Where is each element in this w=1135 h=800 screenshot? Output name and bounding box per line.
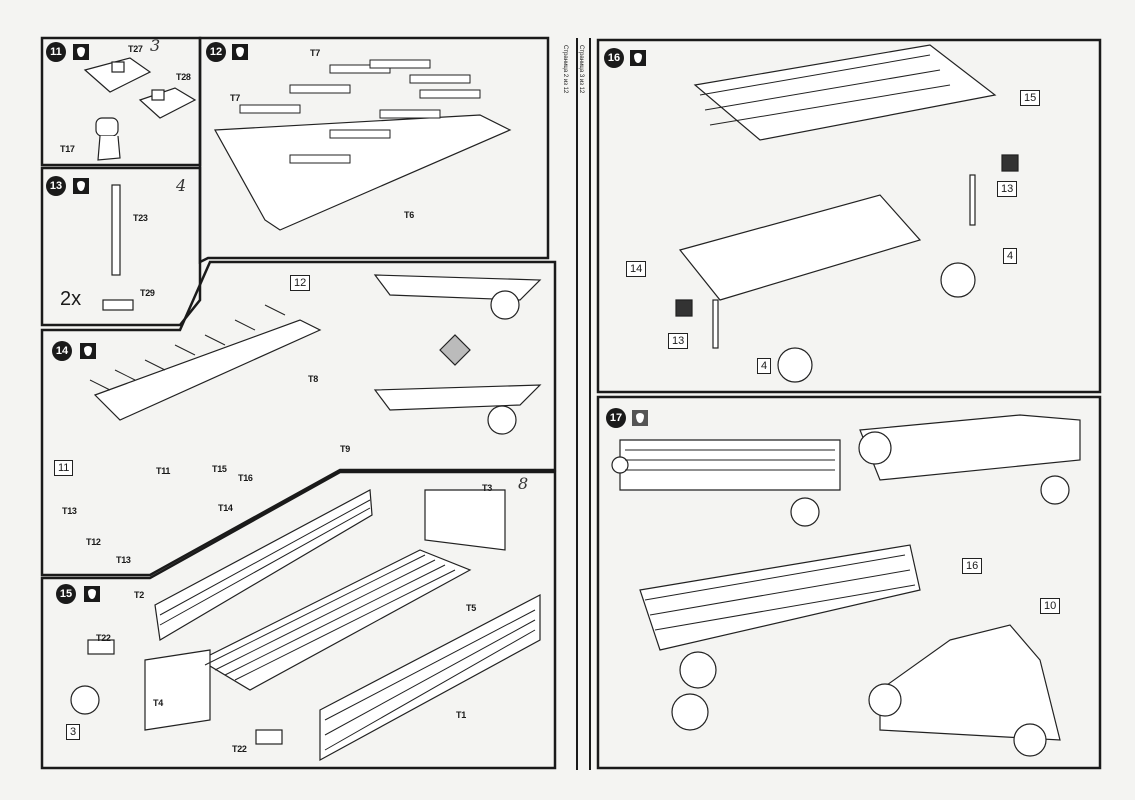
part-label: T13	[116, 555, 131, 565]
glue-drop-icon	[630, 50, 646, 66]
part-label: T12	[86, 537, 101, 547]
part-label: T28	[176, 72, 191, 82]
step-number-17: 17	[606, 408, 626, 428]
panel-15-border	[40, 470, 557, 770]
step-number-12: 12	[206, 42, 226, 62]
part-label: T13	[62, 506, 77, 516]
ref-box: 16	[962, 558, 983, 574]
panel-13-border	[40, 166, 202, 327]
page-footer-left: Страница 2 из 12	[562, 45, 568, 94]
part-label: T29	[140, 288, 155, 298]
glue-drop-icon	[73, 44, 89, 60]
ref-box: 15	[1020, 90, 1041, 106]
part-label: T16	[238, 473, 253, 483]
part-label: T17	[60, 144, 75, 154]
quantity-label: 2x	[60, 288, 82, 310]
part-label: T23	[133, 213, 148, 223]
step-number-11: 11	[46, 42, 66, 62]
part-label: T2	[134, 590, 144, 600]
panel-14-border	[40, 260, 557, 577]
ref-box: 11	[54, 460, 74, 476]
part-label: T8	[308, 374, 318, 384]
part-label: T15	[212, 464, 227, 474]
no-glue-icon	[632, 410, 648, 426]
ref-box: 4	[757, 358, 772, 374]
glue-drop-icon	[84, 586, 100, 602]
part-label: T6	[404, 210, 414, 220]
part-label: T9	[340, 444, 350, 454]
part-label: T11	[156, 466, 171, 476]
part-label: T1	[456, 710, 466, 720]
glue-drop-icon	[232, 44, 248, 60]
panel-16-border	[596, 38, 1102, 394]
page-footer-right: Страница 3 из 12	[578, 45, 584, 94]
part-label: T4	[153, 698, 163, 708]
ref-box: 13	[997, 181, 1018, 197]
part-label: T3	[482, 483, 492, 493]
handwritten-note: 3	[150, 36, 161, 55]
ref-box: 10	[1040, 598, 1061, 614]
part-label: T7	[310, 48, 320, 58]
step-number-15: 15	[56, 584, 76, 604]
handwritten-note: 8	[518, 474, 529, 493]
ref-box: 14	[626, 261, 647, 277]
panel-17-border	[596, 395, 1102, 770]
part-label: T5	[466, 603, 476, 613]
part-label: T22	[96, 633, 111, 643]
ref-box: 13	[668, 333, 689, 349]
glue-drop-icon	[73, 178, 89, 194]
glue-drop-icon	[80, 343, 96, 359]
handwritten-note: 4	[176, 176, 187, 195]
ref-box: 12	[290, 275, 311, 291]
part-label: T7	[230, 93, 240, 103]
part-label: T27	[128, 44, 143, 54]
step-number-16: 16	[604, 48, 624, 68]
ref-box: 3	[66, 724, 81, 740]
part-label: T22	[232, 744, 247, 754]
ref-box: 4	[1003, 248, 1018, 264]
step-number-14: 14	[52, 341, 72, 361]
part-label: T14	[218, 503, 233, 513]
step-number-13: 13	[46, 176, 66, 196]
